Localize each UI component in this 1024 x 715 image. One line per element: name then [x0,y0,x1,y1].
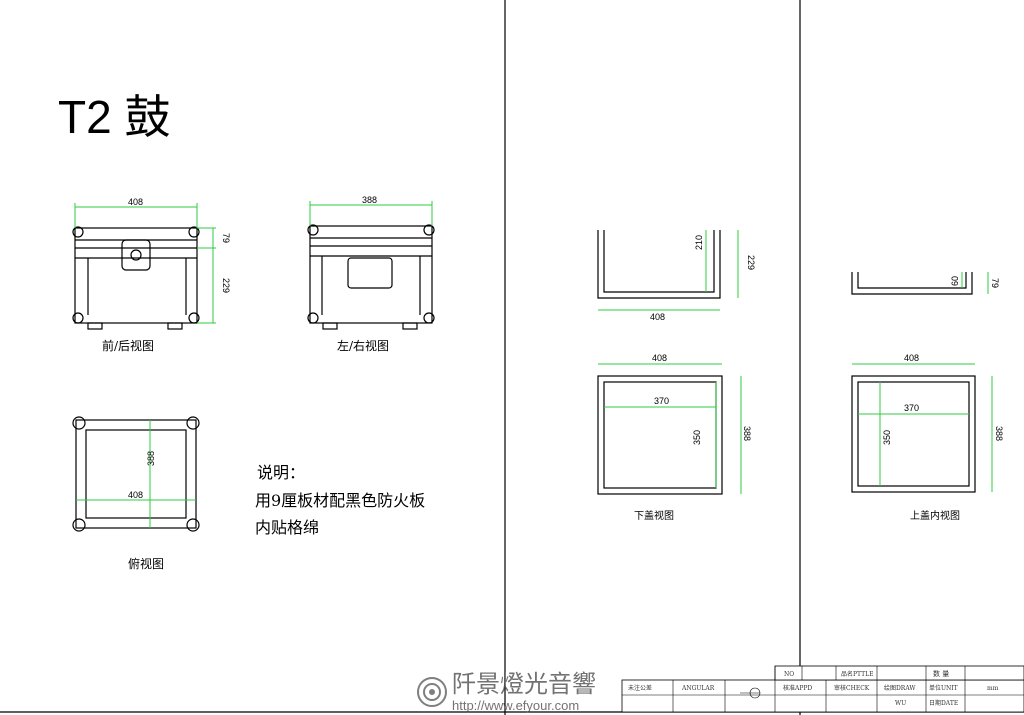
lower-lid-section: 408 210 229 [597,230,756,322]
angular-label: ANGULAR [681,685,715,692]
watermark: 阡景燈光音響 http://www.efyour.com [417,670,596,713]
draw-label: 绘图DRAW [884,684,916,692]
quantity-label: 数 量 [933,669,949,678]
dimension-label: 370 [654,396,669,406]
dimension-label: 388 [362,195,377,205]
dimension-label: 350 [882,430,892,445]
front-view-label: 前/后视图 [102,338,154,353]
no-label: NO [784,671,794,678]
notes-line: 内贴格绵 [255,518,319,537]
watermark-url: http://www.efyour.com [452,698,579,713]
product-title-label: 品名PTTLE [841,670,874,678]
side-view-label: 左/右视图 [337,338,389,353]
dimension-label: 388 [146,451,156,466]
upper-lid-plan: 408 370 350 388 [851,353,1004,493]
dimension-label: 408 [904,353,919,363]
side-view: 388 [307,195,435,330]
dimension-label: 388 [994,426,1004,441]
dimension-label: 229 [221,278,231,293]
dimension-label: 408 [650,312,665,322]
dimension-label: 408 [652,353,667,363]
unit-label: 单位UNIT [929,684,958,692]
dimension-label: 408 [128,197,143,207]
tolerance-label: 未注公差 [628,684,652,692]
title-block: 未注公差 ANGULAR NO 品名PTTLE 数 量 核准APPD 审核CHE… [621,665,1024,713]
dimension-label: 229 [746,255,756,270]
approved-label: 核准APPD [783,684,812,692]
lower-lid-label: 下盖视图 [634,509,674,522]
notes-line: 用9厘板材配黑色防火板 [255,491,425,510]
draw-value: WU [895,700,906,707]
dimension-label: 350 [692,430,702,445]
dimension-label: 388 [742,426,752,441]
dimension-label: 370 [904,403,919,413]
top-view: 408 388 [72,416,200,532]
notes-heading: 说明： [257,463,305,482]
dimension-label: 60 [950,276,960,286]
drawing-title: T2 鼓 [58,91,170,143]
watermark-brand: 阡景燈光音響 [452,670,596,698]
dimension-label: 210 [694,235,704,250]
upper-lid-section: 60 79 [851,272,1000,295]
front-view: 408 79 229 [72,197,231,330]
upper-lid-label: 上盖内视图 [910,509,960,522]
dimension-label: 79 [221,233,231,243]
lower-lid-plan: 408 370 350 388 [597,353,752,495]
dimension-label: 408 [128,490,143,500]
dimension-label: 79 [990,278,1000,288]
unit-value: mm [987,685,999,692]
check-label: 审核CHECK [834,684,870,692]
top-view-label: 俯视图 [128,556,164,571]
date-label: 日期DATE [929,699,958,707]
